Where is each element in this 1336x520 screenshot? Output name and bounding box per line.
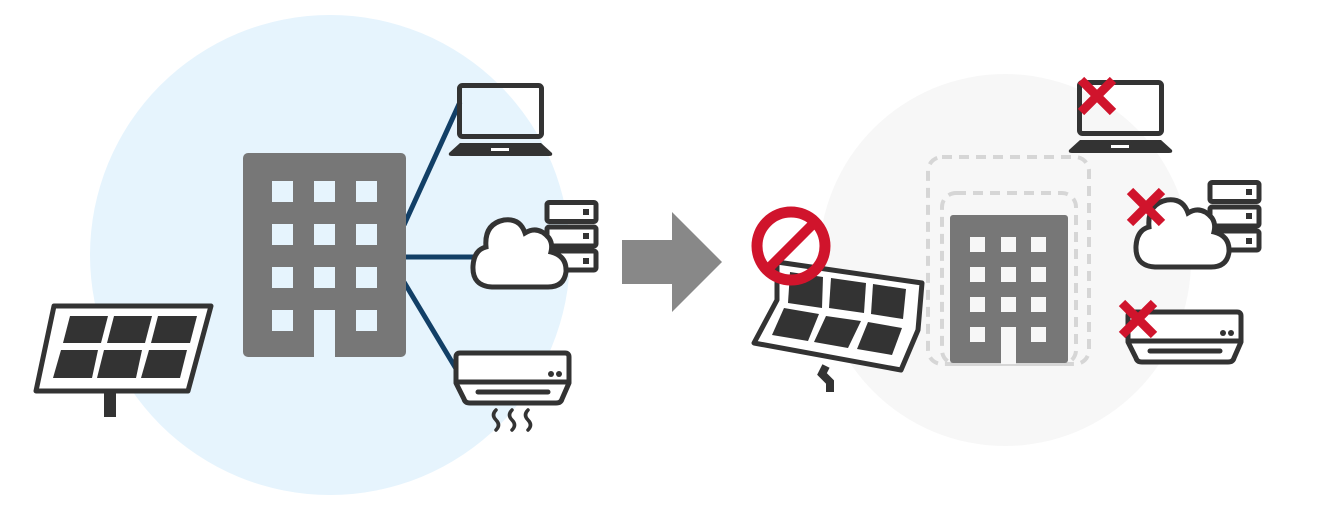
left-scene-connected <box>33 15 596 495</box>
connection-lines <box>401 100 474 374</box>
solar-panel-icon <box>33 303 214 417</box>
broken-solar-panel-icon <box>751 259 925 392</box>
heat-waves-icon <box>491 408 533 432</box>
building-icon <box>243 153 406 358</box>
air-conditioner-icon <box>1128 312 1241 362</box>
dashed-outline-outer <box>926 155 1091 366</box>
right-scene-outage <box>751 74 1259 446</box>
prohibited-icon <box>751 206 831 286</box>
air-conditioner-icon <box>456 353 569 403</box>
building-icon <box>950 215 1068 364</box>
arrow-right-icon <box>622 212 722 312</box>
